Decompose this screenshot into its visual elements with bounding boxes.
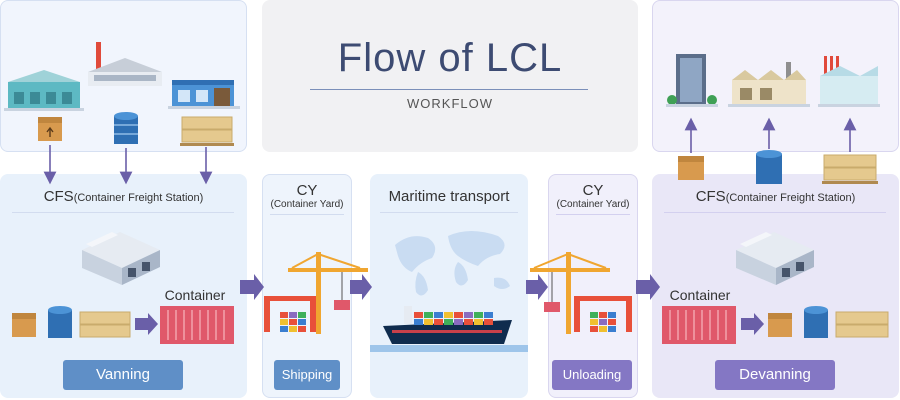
cy-right-label: CY	[582, 182, 604, 199]
right-arrow-icon	[526, 274, 548, 300]
cargo-pallet-icon	[79, 311, 131, 338]
right-arrow-icon	[636, 274, 660, 300]
container-icon	[662, 306, 736, 344]
cargo-pallet-icon	[180, 116, 234, 146]
shipper-warehouse-icon	[4, 70, 84, 111]
consignee-plant-icon	[818, 56, 880, 107]
right-arrow-icon	[350, 274, 372, 300]
page-subtitle: WORKFLOW	[407, 96, 493, 111]
vanning-button[interactable]: Vanning	[63, 360, 183, 390]
sea-wave	[370, 345, 528, 352]
title-panel	[262, 0, 638, 152]
crane-icon	[530, 252, 632, 334]
cy-right-divider	[556, 214, 630, 215]
right-arrow-icon	[135, 313, 158, 335]
container-left-label: Container	[164, 287, 226, 303]
unloading-button[interactable]: Unloading	[552, 360, 632, 390]
devanning-button[interactable]: Devanning	[715, 360, 835, 390]
cargo-box-icon	[768, 313, 792, 337]
right-arrow-icon	[741, 313, 764, 335]
cfs-warehouse-icon	[736, 232, 814, 285]
container-icon	[160, 306, 234, 344]
cfs-warehouse-icon	[82, 232, 160, 285]
cargo-box-icon	[38, 117, 62, 141]
cargo-drum-icon	[804, 306, 828, 338]
maritime-label: Maritime transport	[388, 188, 510, 205]
cfs-left-label: CFS(Container Freight Station)	[43, 188, 204, 205]
crane-icon	[264, 252, 368, 334]
cargo-pallet-icon	[822, 154, 878, 184]
consignee-tower-icon	[666, 54, 718, 107]
cargo-drum-icon	[114, 112, 138, 144]
container-right-label: Container	[669, 287, 731, 303]
cy-left-sublabel: (Container Yard)	[270, 199, 344, 210]
shipper-office-icon	[168, 80, 240, 109]
page-title: Flow of LCL	[337, 36, 563, 80]
right-arrow-icon	[240, 274, 264, 300]
title-divider	[310, 89, 588, 90]
cfs-left-divider	[12, 212, 234, 213]
cargo-drum-icon	[756, 150, 782, 184]
shipping-button[interactable]: Shipping	[274, 360, 340, 390]
cfs-right-label: CFS(Container Freight Station)	[695, 188, 856, 205]
cy-right-sublabel: (Container Yard)	[556, 199, 630, 210]
maritime-divider	[380, 212, 518, 213]
cy-left-label: CY	[296, 182, 318, 199]
cargo-box-icon	[12, 313, 36, 337]
cfs-right-divider	[664, 212, 886, 213]
cy-left-divider	[270, 214, 344, 215]
cargo-box-icon	[678, 156, 704, 180]
cargo-pallet-icon	[835, 311, 889, 338]
world-map-icon	[395, 231, 510, 296]
consignee-factory-icon	[728, 62, 810, 107]
cargo-ship-icon	[383, 306, 512, 344]
shipper-factory-icon	[88, 42, 162, 86]
cargo-drum-icon	[48, 306, 72, 338]
